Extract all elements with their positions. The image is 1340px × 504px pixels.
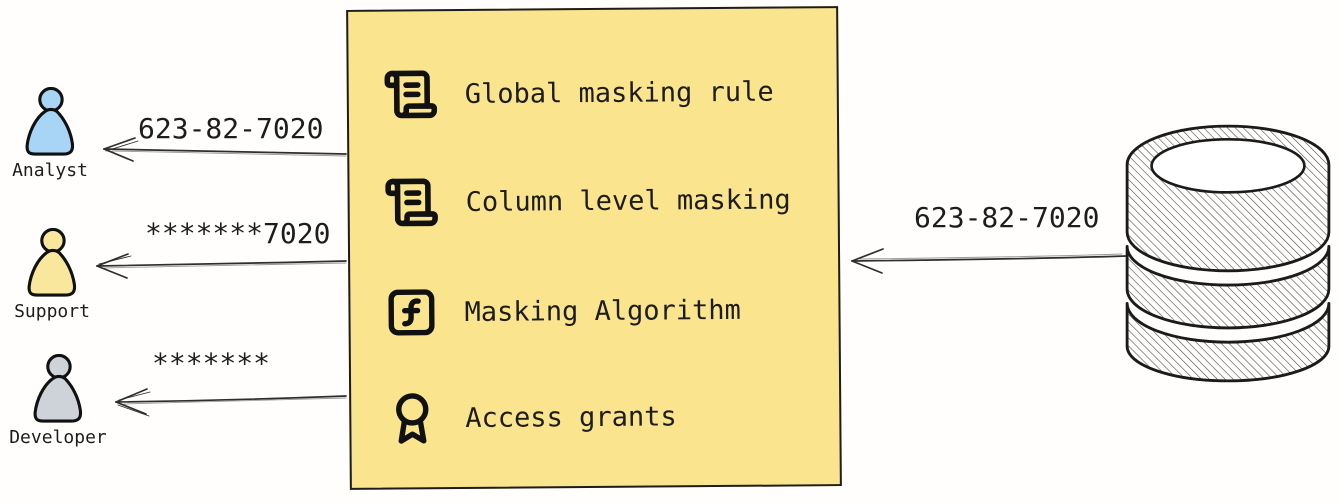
function-square-icon	[388, 289, 435, 336]
developer-label: Developer	[9, 427, 107, 448]
support-label: Support	[14, 301, 90, 322]
persona-developer: Developer	[8, 354, 108, 448]
policy-item-column-level-masking: Column level masking	[349, 164, 838, 238]
db-value-label: 623-82-7020	[914, 201, 1100, 234]
policy-item-label: Masking Algorithm	[464, 294, 741, 328]
policy-item-global-masking-rule: Global masking rule	[349, 56, 838, 130]
scroll-text-icon	[384, 70, 438, 119]
developer-person-icon	[33, 354, 83, 423]
support-person-icon	[27, 228, 77, 297]
policy-item-label: Column level masking	[465, 183, 791, 218]
persona-support: Support	[2, 228, 102, 322]
db-top-opening	[1150, 138, 1306, 194]
policy-item-access-grants: Access grants	[351, 380, 840, 454]
db-middle-segment	[1125, 244, 1331, 330]
database-icon	[1125, 124, 1331, 383]
policy-item-masking-algorithm: Masking Algorithm	[350, 274, 839, 348]
award-icon	[396, 393, 429, 444]
masked-value-analyst: 623-82-7020	[138, 112, 324, 145]
arrow-to-support	[96, 253, 347, 279]
arrow-db-to-box	[851, 248, 1127, 274]
db-bottom-segment	[1125, 302, 1331, 383]
analyst-person-icon	[25, 87, 75, 156]
scroll-text-icon	[385, 178, 438, 227]
policy-item-label: Global masking rule	[464, 76, 774, 110]
policy-item-label: Access grants	[465, 400, 677, 434]
masked-value-developer: *******	[152, 347, 271, 380]
analyst-label: Analyst	[12, 160, 88, 181]
masking-policy-box: Global masking rule Column level masking…	[346, 6, 842, 490]
persona-analyst: Analyst	[0, 87, 100, 181]
arrow-to-developer	[115, 388, 347, 417]
masked-value-support: *******7020	[145, 217, 331, 250]
